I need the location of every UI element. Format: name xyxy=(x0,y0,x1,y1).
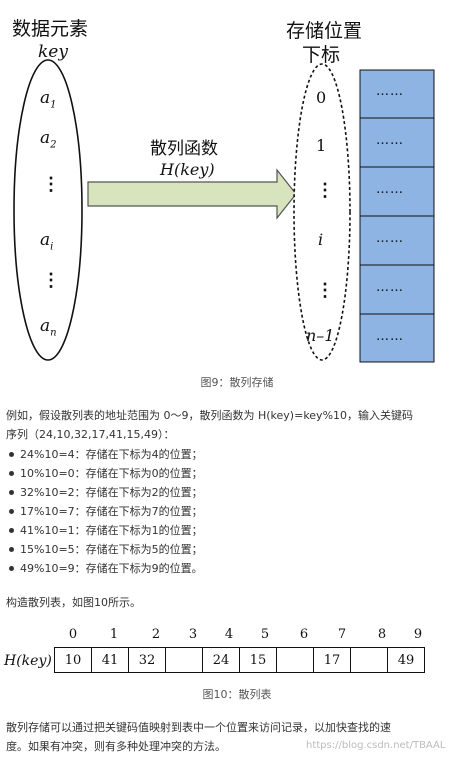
index-label: 1 xyxy=(109,627,119,642)
list-item: 49%10=9：存储在下标为9的位置。 xyxy=(6,559,466,578)
index-label: 7 xyxy=(337,627,347,642)
figure-10-caption: 图10：散列表 xyxy=(202,688,272,701)
left-item-a1: a1 xyxy=(40,88,57,111)
index-label: 0 xyxy=(68,627,78,642)
index-label: 4 xyxy=(224,627,234,642)
table-cell: 32 xyxy=(128,647,166,673)
list-item: 41%10=1：存储在下标为1的位置； xyxy=(6,521,466,540)
bullet-dot xyxy=(9,452,14,457)
list-item: 24%10=4：存储在下标为4的位置； xyxy=(6,445,466,464)
left-item-vdots-1: ⋮ xyxy=(42,174,60,195)
diagram-svg xyxy=(13,59,435,363)
table-cell: 49 xyxy=(387,647,425,673)
left-title: 数据元素 xyxy=(12,18,89,40)
data-elements-ellipse xyxy=(13,59,83,361)
left-item-an: an xyxy=(40,316,57,339)
table-cell: 15 xyxy=(239,647,277,673)
cell-label: …… xyxy=(376,231,404,246)
list-item: 32%10=2：存储在下标为2的位置； xyxy=(6,483,466,502)
hash-table: 10 41 32 24 15 17 49 xyxy=(54,647,425,673)
right-item-n-minus-1: n–1 xyxy=(306,326,335,345)
index-label: 8 xyxy=(377,627,387,642)
left-item-ai: ai xyxy=(40,230,54,253)
arrow-formula: H(key) xyxy=(160,160,215,179)
index-label: 3 xyxy=(188,627,198,642)
example-intro-line-2: 序列（24,10,32,17,41,15,49）： xyxy=(6,428,175,441)
storage-index-ellipse xyxy=(293,63,351,361)
right-item-vdots-2: ⋮ xyxy=(316,280,334,301)
table-row: 10 41 32 24 15 17 49 xyxy=(54,647,425,673)
index-label: 6 xyxy=(299,627,309,642)
watermark: https://blog.csdn.net/TBAAL xyxy=(306,740,446,751)
cell-label: …… xyxy=(376,182,404,197)
row-label: H(key) xyxy=(4,653,52,669)
left-item-vdots-2: ⋮ xyxy=(42,270,60,291)
cell-label: …… xyxy=(376,329,404,344)
conclusion-line-2: 度。如果有冲突，则有多种处理冲突的方法。 xyxy=(6,740,226,753)
right-item-1: 1 xyxy=(316,136,327,155)
left-item-a2: a2 xyxy=(40,128,57,151)
cell-label: …… xyxy=(376,84,404,99)
table-cell: 17 xyxy=(313,647,351,673)
index-label: 9 xyxy=(413,627,423,642)
index-label: 2 xyxy=(151,627,161,642)
bullet-dot xyxy=(9,490,14,495)
index-label: 5 xyxy=(260,627,270,642)
list-item: 15%10=5：存储在下标为5的位置； xyxy=(6,540,466,559)
list-item: 17%10=7：存储在下标为7的位置； xyxy=(6,502,466,521)
cell-label: …… xyxy=(376,280,404,295)
left-subtitle: key xyxy=(38,42,68,62)
bullet-dot xyxy=(9,566,14,571)
bullet-dot xyxy=(9,471,14,476)
table-cell xyxy=(350,647,388,673)
bullet-dot xyxy=(9,509,14,514)
figure-9-caption: 图9：散列存储 xyxy=(200,376,274,389)
table-cell: 10 xyxy=(54,647,92,673)
table-cell: 24 xyxy=(202,647,240,673)
right-item-vdots-1: ⋮ xyxy=(316,180,334,201)
cell-label: …… xyxy=(376,133,404,148)
right-item-0: 0 xyxy=(316,88,327,107)
bullet-dot xyxy=(9,528,14,533)
storage-cells xyxy=(359,69,435,363)
hash-bullet-list: 24%10=4：存储在下标为4的位置； 10%10=0：存储在下标为0的位置； … xyxy=(6,445,466,578)
list-item: 10%10=0：存储在下标为0的位置； xyxy=(6,464,466,483)
bullet-dot xyxy=(9,547,14,552)
build-table-line: 构造散列表，如图10所示。 xyxy=(6,596,141,609)
arrow-label: 散列函数 xyxy=(150,139,218,159)
right-title: 存储位置 xyxy=(286,20,363,42)
table-cell: 41 xyxy=(91,647,129,673)
table-cell xyxy=(165,647,203,673)
table-cell xyxy=(276,647,314,673)
right-subtitle: 下标 xyxy=(302,44,341,66)
example-intro-line-1: 例如，假设散列表的地址范围为 0～9，散列函数为 H(key)=key%10，输… xyxy=(6,409,414,422)
right-item-i: i xyxy=(318,230,324,249)
hash-function-arrow xyxy=(87,168,297,220)
conclusion-line-1: 散列存储可以通过把关键码值映射到表中一个位置来访问记录，以加快查找的速 xyxy=(6,721,391,734)
